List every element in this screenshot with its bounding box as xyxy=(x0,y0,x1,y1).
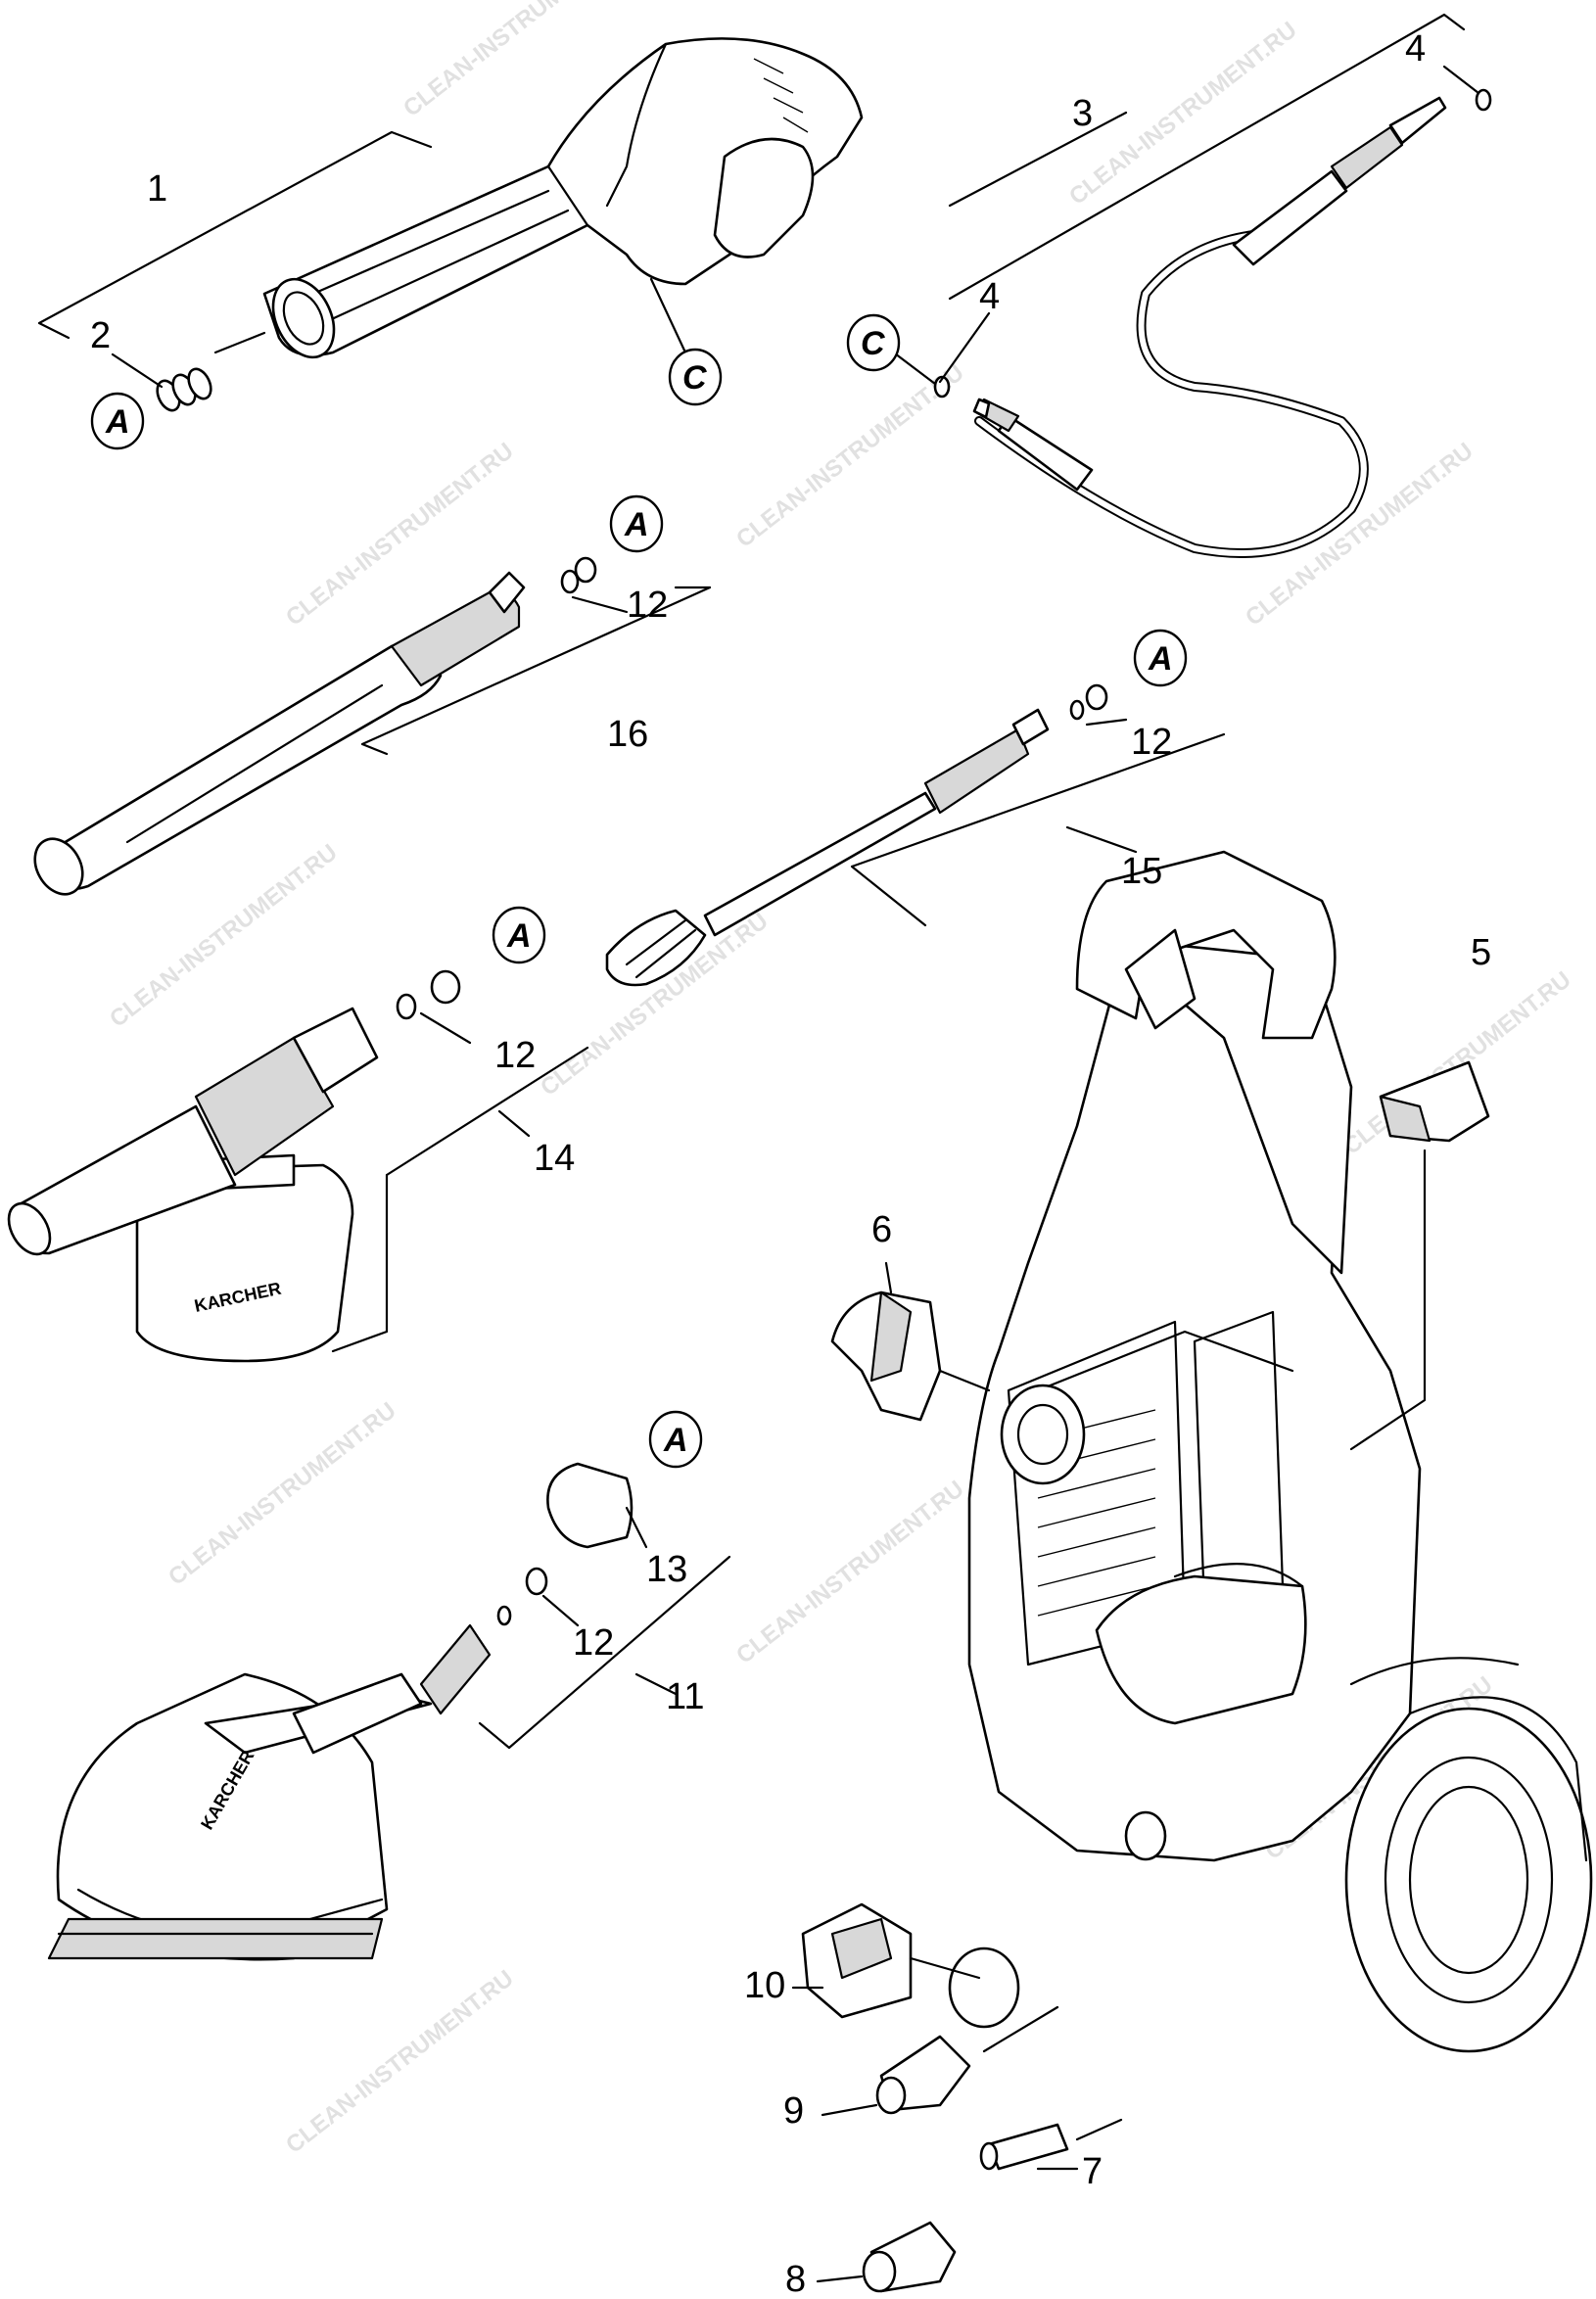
label-4b: 4 xyxy=(979,276,1000,317)
ref-a-brush: A xyxy=(663,1422,688,1459)
leader-c-hose xyxy=(889,349,937,386)
label-4a: 4 xyxy=(1405,28,1426,70)
leader-9 xyxy=(821,2005,1059,2117)
leader-3 xyxy=(948,13,1466,301)
lance-part-16 xyxy=(33,556,597,896)
leader-11 xyxy=(478,1555,731,1750)
label-1: 1 xyxy=(147,168,167,210)
label-14: 14 xyxy=(534,1138,575,1179)
leader-13 xyxy=(625,1506,648,1549)
part-number-labels: 1 2 3 4 4 5 6 7 8 9 10 11 12 12 12 12 13… xyxy=(90,28,1491,2299)
watermark: CLEAN-INSTRUMENT.RU xyxy=(731,359,969,553)
leader-4 xyxy=(1442,65,1480,95)
leader-4b xyxy=(938,311,991,384)
leader-12d xyxy=(541,1594,580,1627)
watermark: CLEAN-INSTRUMENT.RU xyxy=(731,1476,969,1669)
watermark: CLEAN-INSTRUMENT.RU xyxy=(105,839,343,1033)
leader-14 xyxy=(331,1046,589,1353)
ref-a-foam: A xyxy=(506,917,532,955)
label-12a: 12 xyxy=(627,585,668,626)
ref-marker xyxy=(492,906,546,964)
leader-2 xyxy=(111,352,164,389)
ref-marker xyxy=(846,313,901,372)
label-11: 11 xyxy=(666,1676,704,1717)
label-2: 2 xyxy=(90,315,111,356)
ref-marker xyxy=(1133,629,1188,687)
rotary-brush-part-11: KARCHER xyxy=(47,1462,634,1961)
watermark: CLEAN-INSTRUMENT.RU xyxy=(281,1965,519,2159)
label-7: 7 xyxy=(1082,2151,1103,2192)
leader-16 xyxy=(360,586,712,756)
label-5: 5 xyxy=(1471,932,1491,973)
ref-marker xyxy=(648,1410,703,1469)
label-12b: 12 xyxy=(1131,722,1172,763)
watermark: CLEAN-INSTRUMENT.RU xyxy=(164,1397,401,1591)
label-9: 9 xyxy=(783,2090,804,2132)
clip-part-5 xyxy=(1379,1060,1490,1143)
label-16: 16 xyxy=(607,714,648,755)
ref-c-gun: C xyxy=(682,359,707,397)
leader-15 xyxy=(850,732,1226,927)
lance-part-15 xyxy=(605,683,1108,987)
leader-8 xyxy=(816,2275,864,2283)
leader-6 xyxy=(884,1261,991,1392)
label-13: 13 xyxy=(646,1549,687,1590)
ref-c-hose: C xyxy=(861,325,885,362)
reference-markers: A C C A A A A xyxy=(90,313,1188,1469)
label-15: 15 xyxy=(1121,851,1162,892)
label-6: 6 xyxy=(871,1209,892,1250)
ref-a-gun: A xyxy=(105,403,130,441)
label-12d: 12 xyxy=(573,1622,614,1664)
watermark: CLEAN-INSTRUMENT.RU xyxy=(1064,17,1302,211)
o-rings-part-2 xyxy=(156,367,212,412)
label-12c: 12 xyxy=(494,1035,536,1076)
label-3: 3 xyxy=(1072,93,1093,134)
leader-5 xyxy=(1349,1149,1427,1451)
leader-10 xyxy=(791,1956,981,1990)
leader-1 xyxy=(37,130,433,340)
leader-12a xyxy=(571,586,712,614)
filter-part-7 xyxy=(979,2123,1069,2171)
label-8: 8 xyxy=(785,2259,806,2299)
holder-part-10 xyxy=(801,1902,913,2019)
leader-12c xyxy=(419,1011,472,1045)
foam-nozzle-part-14: KARCHER xyxy=(7,969,461,1363)
coupling-part-8 xyxy=(862,2221,957,2293)
spray-gun-part-1 xyxy=(213,37,864,359)
hose-part-3 xyxy=(933,88,1492,558)
ref-a-lance16: A xyxy=(624,506,649,543)
leader-7 xyxy=(1036,2118,1123,2171)
leader-12b xyxy=(1085,718,1128,727)
handle-frame xyxy=(1075,850,1337,1040)
ref-marker xyxy=(90,392,145,450)
hose-reel xyxy=(1344,1657,1593,2053)
ref-a-lance15: A xyxy=(1148,640,1173,678)
ref-marker xyxy=(609,494,664,553)
ref-marker xyxy=(668,348,723,406)
holder-part-6 xyxy=(830,1290,942,1422)
label-10: 10 xyxy=(744,1965,785,2006)
connector-part-9 xyxy=(875,2035,971,2115)
leader-c-gun xyxy=(649,277,687,354)
